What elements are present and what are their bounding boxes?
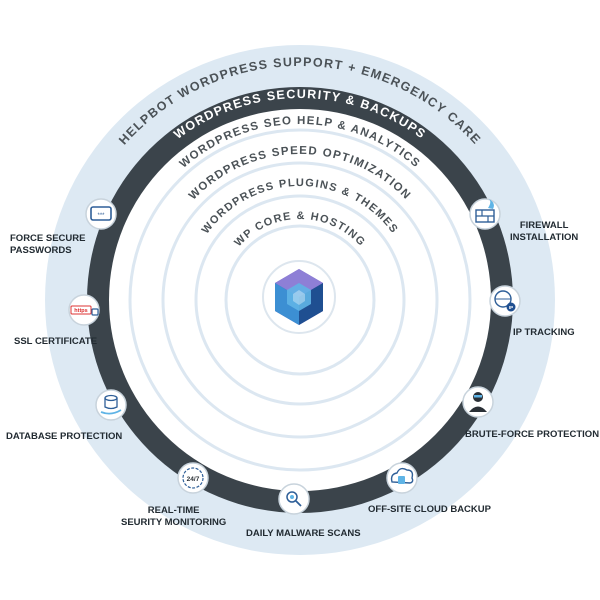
database-icon [95,389,127,421]
ssl-certificate-label: SSL CERTIFICATE [14,336,98,347]
svg-text:24/7: 24/7 [187,476,200,483]
ssl-icon: https [68,294,100,326]
malware-scan-icon [278,483,310,515]
svg-text:***: *** [97,213,105,219]
real-time-monitoring-label: REAL-TIME SEURITY MONITORING [121,505,227,528]
brute-force-protection-label: BRUTE-FORCE PROTECTION [465,429,600,440]
password-icon: *** [85,198,117,230]
core-ring-line [224,224,376,376]
monitoring-247-icon: 24/7 [177,462,209,494]
speed-ring-line [161,161,439,439]
brute-force-icon [462,386,494,418]
ip-tracking-label: IP TRACKING [513,327,575,338]
daily-malware-scans-label: DAILY MALWARE SCANS [246,528,361,539]
plugins-ring-line [194,194,406,406]
ip-tracking-icon: IP [489,285,521,317]
off-site-cloud-backup-label: OFF-SITE CLOUD BACKUP [368,504,491,515]
cloud-backup-icon [386,462,418,494]
helpbot-logo [262,260,336,334]
force-secure-passwords-label: FORCE SECURE PASSWORDS [10,233,86,256]
svg-text:IP: IP [509,305,513,310]
seo-ring-line [128,128,472,472]
database-protection-label: DATABASE PROTECTION [6,431,123,442]
firewall-icon [469,198,501,230]
svg-text:https: https [74,308,87,314]
firewall-installation-label: FIREWALL INSTALLATION [510,220,579,243]
